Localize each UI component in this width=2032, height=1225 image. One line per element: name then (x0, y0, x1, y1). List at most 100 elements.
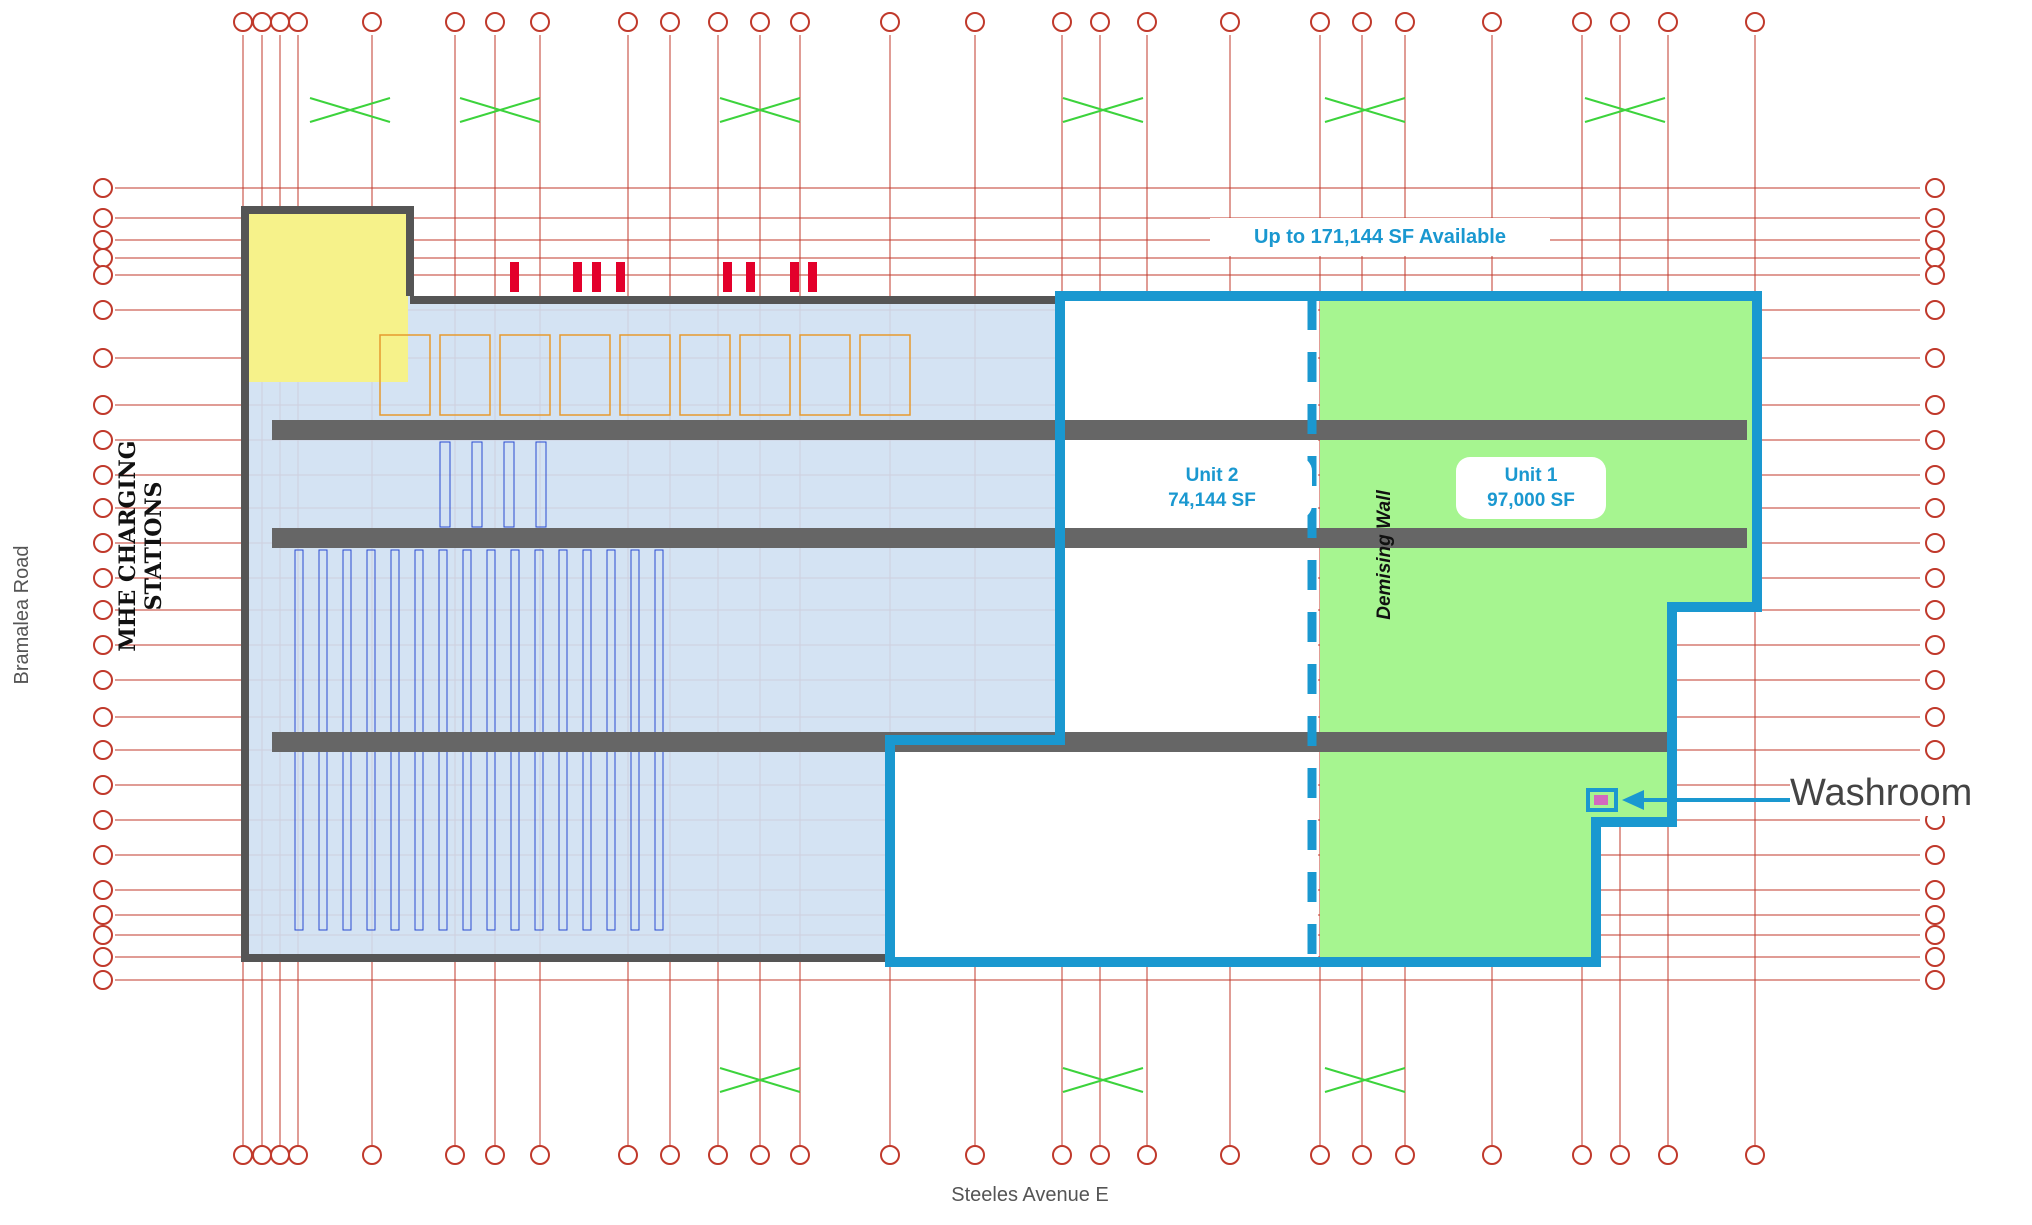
grid-bubble-top (362, 12, 382, 32)
unit-2-label: Unit 2 74,144 SF (1112, 457, 1312, 519)
mhe-charging-label: MHE CHARGING STATIONS (115, 396, 175, 696)
grid-bubble-right (1925, 430, 1945, 450)
grid-bubble-top (1310, 12, 1330, 32)
grid-bubble-left (93, 230, 113, 250)
grid-bubble-top (1395, 12, 1415, 32)
grid-bubble-left (93, 300, 113, 320)
grid-bubble-right (1925, 230, 1945, 250)
grid-bubble-left (93, 178, 113, 198)
dock-markers (510, 262, 817, 292)
grid-bubble-left (93, 348, 113, 368)
washroom-arrow-head (1622, 790, 1644, 810)
grid-bubble-left (93, 810, 113, 830)
grid-bubble-right (1925, 707, 1945, 727)
road-label-bottom: Steeles Avenue E (951, 1184, 1109, 1206)
washroom-fixture (1594, 795, 1608, 805)
office-area (248, 212, 408, 382)
grid-bubble-left (93, 533, 113, 553)
grid-bubble-bottom (965, 1145, 985, 1165)
grid-bubble-top (1052, 12, 1072, 32)
grid-bubble-left (93, 498, 113, 518)
grid-bubble-bottom (1610, 1145, 1630, 1165)
grid-bubble-bottom (252, 1145, 272, 1165)
grid-bubble-right (1925, 947, 1945, 967)
grid-bubble-bottom (708, 1145, 728, 1165)
storage-zone (739, 334, 791, 416)
dock-cross (1324, 97, 1406, 123)
grid-bubble-right (1925, 880, 1945, 900)
grid-bubble-left (93, 845, 113, 865)
dock-cross (1584, 97, 1666, 123)
grid-bubble-bottom (233, 1145, 253, 1165)
grid-bubble-top (252, 12, 272, 32)
grid-bubble-bottom (362, 1145, 382, 1165)
grid-bubble-left (93, 707, 113, 727)
grid-bubble-right (1925, 498, 1945, 518)
grid-bubble-right (1925, 740, 1945, 760)
grid-bubble-bottom (445, 1145, 465, 1165)
available-outline (885, 291, 1762, 967)
grid-bubble-right (1925, 248, 1945, 268)
demising-wall-label: Demising Wall (1374, 490, 1395, 620)
storage-zone (499, 334, 551, 416)
dock-cross (1324, 1067, 1406, 1093)
washroom-marker (1586, 788, 1618, 812)
grid-bubble-bottom (1137, 1145, 1157, 1165)
grid-bubble-bottom (1220, 1145, 1240, 1165)
dock-cross (459, 97, 541, 123)
grid-bubble-bottom (1572, 1145, 1592, 1165)
grid-bubble-top (530, 12, 550, 32)
grid-bubble-left (93, 970, 113, 990)
grid-bubble-bottom (270, 1145, 290, 1165)
grid-bubble-right (1925, 925, 1945, 945)
grid-bubble-bottom (485, 1145, 505, 1165)
unit-1-name: Unit 1 (1504, 465, 1558, 486)
grid-bubble-top (880, 12, 900, 32)
available-area-label: Up to 171,144 SF Available (1210, 218, 1550, 256)
storage-zone (379, 334, 431, 416)
grid-bubble-top (485, 12, 505, 32)
grid-bubble-right (1925, 265, 1945, 285)
grid-bubble-right (1925, 905, 1945, 925)
grid-bubble-top (270, 12, 290, 32)
grid-bubble-top (1220, 12, 1240, 32)
grid-bubble-right (1925, 178, 1945, 198)
grid-bubble-top (1352, 12, 1372, 32)
grid-bubble-left (93, 208, 113, 228)
grid-bubble-top (750, 12, 770, 32)
grid-bubble-left (93, 248, 113, 268)
grid-bubble-top (708, 12, 728, 32)
grid-bubble-top (288, 12, 308, 32)
grid-bubble-left (93, 925, 113, 945)
dock-cross (309, 97, 391, 123)
grid-bubble-right (1925, 395, 1945, 415)
grid-bubble-right (1925, 208, 1945, 228)
grid-bubble-right (1925, 635, 1945, 655)
unit-1-area: 97,000 SF (1487, 490, 1575, 511)
grid-bubble-right (1925, 348, 1945, 368)
grid-bubble-left (93, 465, 113, 485)
grid-bubble-top (1572, 12, 1592, 32)
rack-row (471, 441, 483, 528)
grid-bubble-bottom (1310, 1145, 1330, 1165)
dock-cross (719, 1067, 801, 1093)
grid-bubble-top (965, 12, 985, 32)
storage-zone (799, 334, 851, 416)
grid-bubble-right (1925, 670, 1945, 690)
storage-zone (439, 334, 491, 416)
grid-bubble-top (660, 12, 680, 32)
grid-bubble-bottom (1745, 1145, 1765, 1165)
grid-bubble-right (1925, 600, 1945, 620)
grid-bubble-bottom (1052, 1145, 1072, 1165)
grid-bubble-top (1090, 12, 1110, 32)
dock-cross (719, 97, 801, 123)
grid-bubble-bottom (660, 1145, 680, 1165)
grid-bubble-left (93, 568, 113, 588)
grid-bubble-bottom (1658, 1145, 1678, 1165)
unit-1-label: Unit 1 97,000 SF (1456, 457, 1606, 519)
grid-bubble-bottom (790, 1145, 810, 1165)
grid-bubble-right (1925, 568, 1945, 588)
grid-bubble-left (93, 600, 113, 620)
storage-zone (619, 334, 671, 416)
storage-zone (859, 334, 911, 416)
